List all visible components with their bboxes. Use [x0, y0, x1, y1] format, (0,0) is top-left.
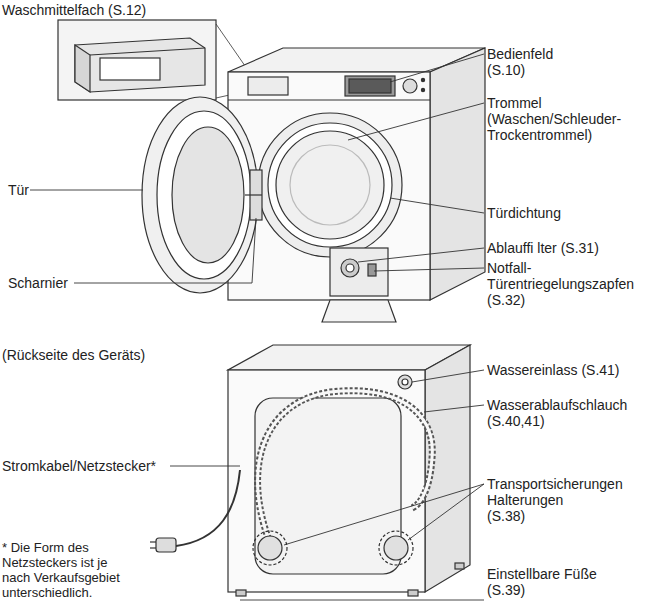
washer-back-body: [228, 345, 470, 596]
transport-bolts-part: [384, 536, 408, 560]
front-leaders-part: [358, 248, 484, 262]
back-view: [150, 345, 470, 596]
front-leaders: [30, 54, 484, 283]
part-label: Trommel (Waschen/Schleuder- Trockentromm…: [487, 95, 621, 143]
part-label: Ablauffi lter (S.31): [487, 240, 599, 256]
washer-body-part: [349, 79, 391, 93]
drain-hose-part: [258, 391, 433, 548]
back-leaders-part: [424, 405, 484, 412]
front-leaders-part: [374, 268, 484, 271]
back-leaders-part: [425, 600, 484, 601]
drum-part: [258, 113, 402, 257]
back-leaders-part: [240, 600, 425, 601]
door: [142, 97, 262, 293]
washer-body: [228, 48, 485, 300]
filter-panel-part: [322, 300, 396, 322]
washer-back-body-part: [455, 563, 464, 569]
part-label: Notfall- Türentriegelungszapfen (S.32): [487, 260, 634, 308]
part-label: Einstellbare Füße (S.39): [487, 566, 597, 598]
door-part: [142, 97, 258, 293]
back-leaders-part: [408, 484, 484, 540]
part-label: Bedienfeld (S.10): [487, 46, 553, 78]
back-leaders-part: [170, 466, 240, 467]
part-label: Scharnier: [8, 275, 68, 291]
washer-body-part: [421, 88, 424, 91]
door-part: [172, 127, 244, 263]
inlet-part: [402, 379, 408, 385]
drum-part: [268, 123, 392, 247]
front-leaders-part: [348, 103, 484, 140]
washer-body-part: [403, 79, 417, 93]
transport-bolts: [253, 531, 413, 565]
back-leaders-part: [412, 370, 484, 382]
washer-body-part: [430, 48, 485, 300]
washer-body-part: [228, 72, 430, 300]
drawer-inset-part: [75, 38, 205, 92]
part-label: * Die Form des Netzsteckers ist je nach …: [2, 540, 120, 600]
power-cord-part: [156, 538, 176, 552]
washer-back-body-part: [236, 590, 246, 596]
drawer-inset-part: [90, 48, 205, 55]
washer-body-part: [345, 76, 395, 96]
part-label: Tür: [8, 182, 29, 198]
washer-back-body-part: [408, 590, 418, 596]
drawer-inset-part: [75, 45, 90, 92]
part-label: Waschmittelfach (S.12): [2, 2, 146, 18]
front-view: [58, 20, 485, 322]
front-leaders-part: [390, 54, 484, 82]
inlet-part: [398, 375, 412, 389]
part-label: Wassereinlass (S.41): [487, 362, 620, 378]
power-cord-part: [176, 470, 240, 546]
front-leaders-part: [74, 283, 252, 284]
part-label: Stromkabel/Netzstecker*: [2, 458, 156, 474]
drawer-inset: [58, 20, 252, 100]
part-label: Türdichtung: [487, 205, 561, 221]
washer-body-part: [228, 99, 430, 100]
back-leaders-part: [284, 484, 484, 545]
washer-body-part: [248, 77, 288, 95]
part-label: Wasserablaufschlauch (S.40,41): [487, 397, 627, 429]
power-cord-part: [150, 547, 156, 548]
drawer-inset-part: [58, 20, 216, 100]
transport-bolts-part: [379, 531, 413, 565]
door-part: [245, 194, 262, 195]
filter-panel-part: [346, 264, 354, 272]
filter-panel-part: [341, 259, 359, 277]
inlet: [398, 375, 412, 389]
drum-part: [276, 131, 384, 239]
filter-panel-part: [368, 264, 376, 276]
washer-body-part: [421, 78, 424, 81]
drawer-inset-part: [100, 58, 160, 80]
part-label: (Rückseite des Geräts): [2, 347, 145, 363]
front-leaders-part: [252, 218, 256, 283]
front-leaders-part: [30, 190, 143, 191]
drum-part: [290, 145, 370, 225]
drum: [258, 113, 402, 257]
transport-bolts-part: [258, 536, 282, 560]
transport-bolts-part: [253, 531, 287, 565]
part-label: Transportsicherungen Halterungen (S.38): [487, 476, 623, 524]
power-cord: [150, 470, 240, 552]
filter-panel-part: [330, 248, 388, 296]
back-leaders: [170, 370, 484, 600]
power-cord-part: [150, 541, 156, 542]
drain-hose-part: [258, 391, 433, 548]
door-part: [157, 111, 251, 279]
drain-hose: [258, 391, 433, 548]
front-leaders-part: [390, 198, 484, 213]
